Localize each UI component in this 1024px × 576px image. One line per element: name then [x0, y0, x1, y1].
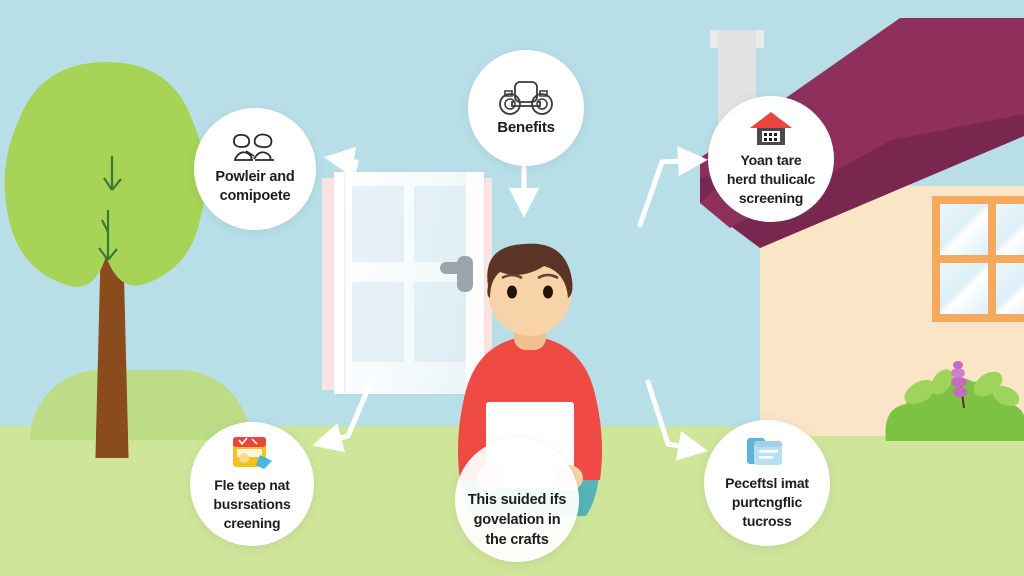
- node-label: Yoan tare herd thulicalc screening: [726, 152, 816, 206]
- lavender-flower: [951, 361, 967, 409]
- window-pane: [940, 204, 988, 255]
- tree-trunk: [95, 258, 129, 458]
- two-people-icon: [230, 133, 280, 165]
- node-label: Powleir and comipoete: [215, 168, 295, 204]
- node-label: Benefits: [497, 118, 555, 136]
- person-eye: [543, 285, 553, 299]
- node-fle-teep-creening[interactable]: Fle teep nat busrsations creening: [190, 422, 314, 546]
- door-handle-base[interactable]: [457, 256, 473, 292]
- door-inset-panel: [414, 186, 466, 262]
- grass-mound: [30, 370, 250, 440]
- window-pane: [996, 263, 1024, 314]
- node-pecefts-tucross[interactable]: Peceftsl imat purtcngflic tucross: [704, 420, 830, 546]
- window-pane: [996, 204, 1024, 255]
- house-window: [932, 196, 1024, 322]
- calendar-document-icon: [230, 435, 274, 473]
- bush: [885, 361, 1024, 441]
- node-benefits[interactable]: Benefits: [468, 50, 584, 166]
- door-edge-right: [466, 172, 484, 394]
- documents-icon: [745, 435, 789, 471]
- node-herd-screening[interactable]: Yoan tare herd thulicalc screening: [708, 96, 834, 222]
- tractor-icon: [499, 80, 553, 116]
- node-label: Peceftsl imat purtcngflic tucross: [725, 475, 809, 529]
- door-inset-panel: [414, 282, 466, 362]
- door-inset-panel: [352, 282, 404, 362]
- door-edge-left: [334, 172, 344, 394]
- door-inset-panel: [352, 186, 404, 262]
- house-icon: [749, 110, 793, 148]
- tree-branch-marks: [98, 156, 122, 261]
- node-this-suided-crafts[interactable]: This suided ifs govelation in the crafts: [455, 438, 579, 562]
- tree-foliage: [4, 62, 206, 287]
- node-powleir-and-comipoete[interactable]: Powleir and comipoete: [194, 108, 316, 230]
- node-label: Fle teep nat busrsations creening: [213, 477, 291, 531]
- node-label: This suided ifs govelation in the crafts: [467, 492, 567, 548]
- window-pane: [940, 263, 988, 314]
- person-hair: [487, 243, 573, 298]
- person-eye: [507, 285, 517, 299]
